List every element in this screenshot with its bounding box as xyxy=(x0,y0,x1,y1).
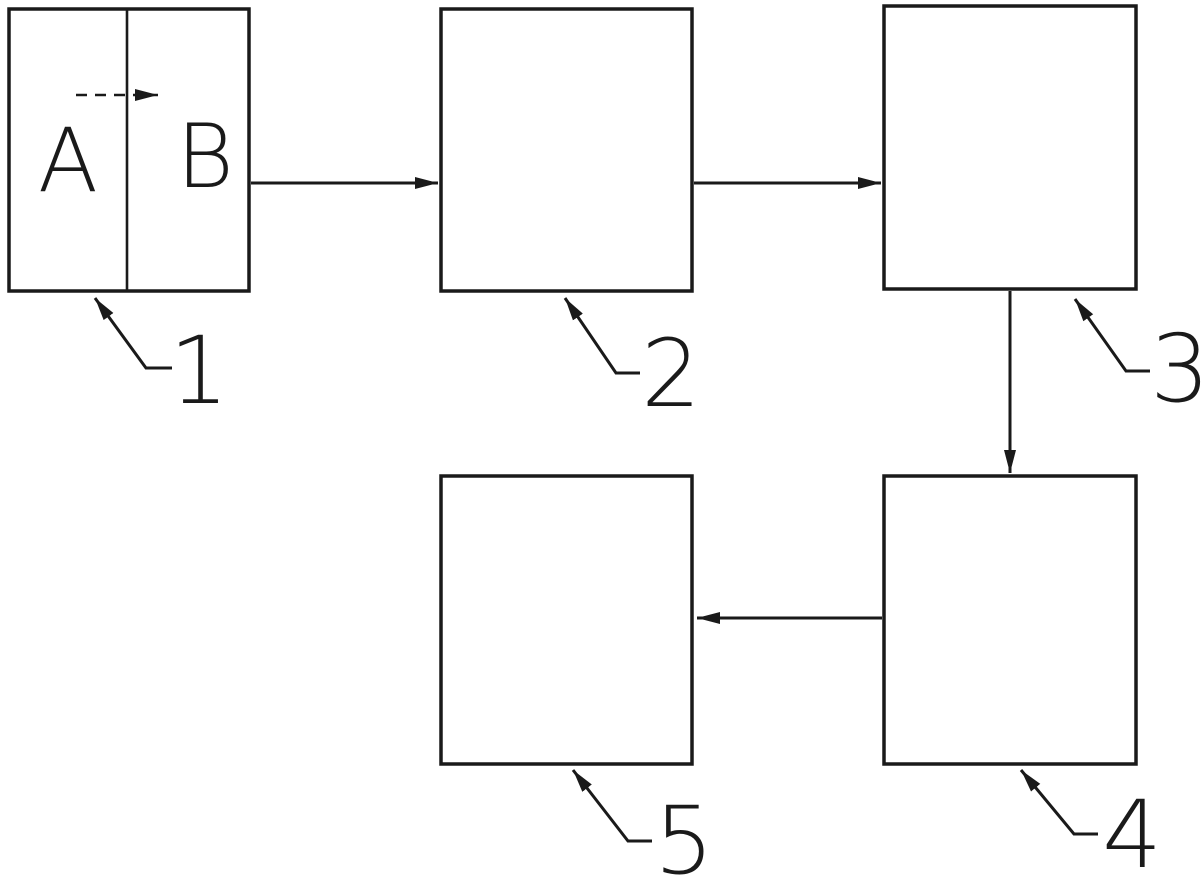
block-1-label-a: A xyxy=(37,109,99,212)
leader-arrow-3 xyxy=(1073,298,1150,373)
block-1-label-b: B xyxy=(176,105,234,208)
ref-label-3: 3 xyxy=(1150,315,1203,424)
ref-label-5: 5 xyxy=(654,787,714,875)
block-2-outline xyxy=(439,7,694,293)
leader-arrow-4 xyxy=(1019,769,1098,836)
block-4-outline xyxy=(882,474,1138,766)
ref-label-1: 1 xyxy=(169,317,229,426)
block-3-outline xyxy=(882,4,1138,291)
ref-label-2: 2 xyxy=(641,320,701,429)
leader-arrow-2 xyxy=(563,297,640,375)
ref-label-4: 4 xyxy=(1102,781,1162,875)
leader-arrow-5 xyxy=(571,769,652,843)
block-1-outline xyxy=(7,7,251,293)
block-5-outline xyxy=(439,474,694,766)
leader-arrow-1 xyxy=(93,297,172,370)
